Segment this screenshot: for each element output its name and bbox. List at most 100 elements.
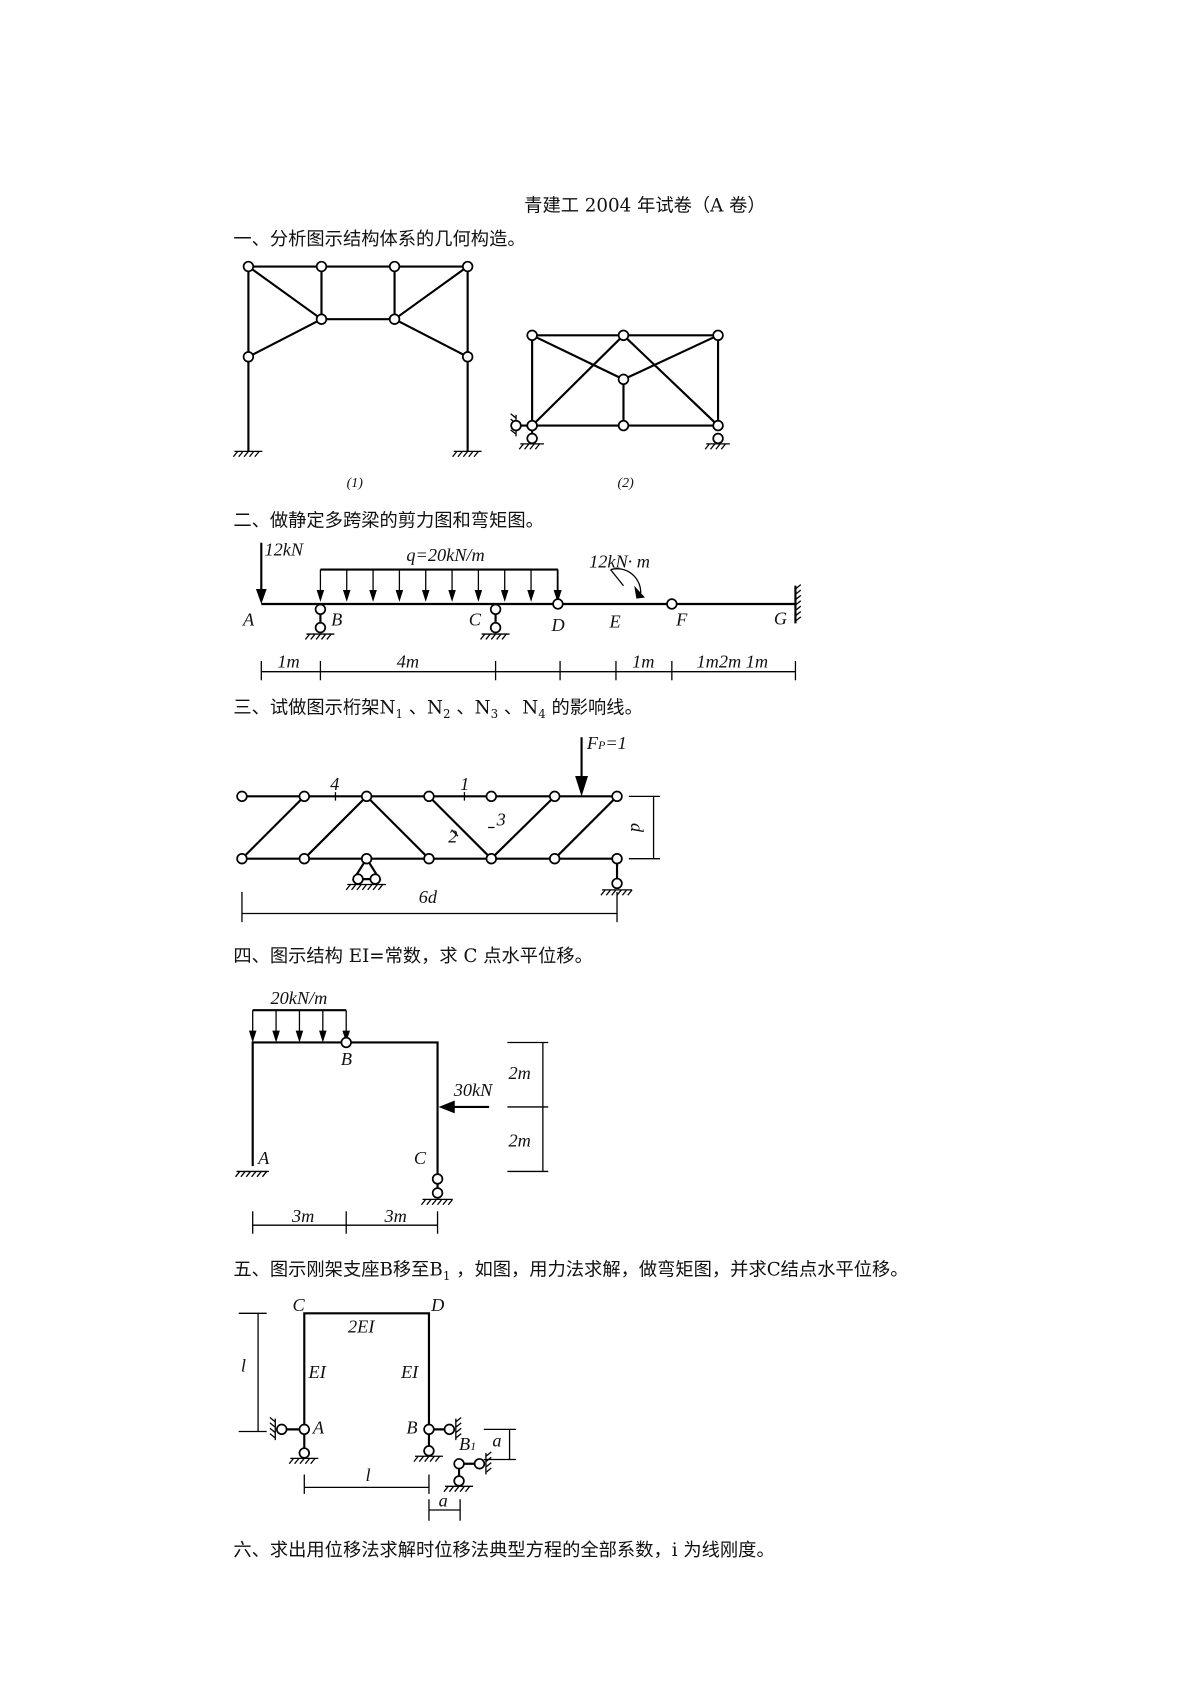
b1-letter: B <box>459 1434 470 1454</box>
hinge-node <box>712 419 724 432</box>
point-E: E <box>609 612 621 632</box>
hinge-node <box>236 852 248 865</box>
hinge-node <box>236 790 248 803</box>
q4-point-load-label: 30kN <box>453 1080 494 1100</box>
hinge-node <box>611 852 623 865</box>
load-eq: =1 <box>605 733 626 753</box>
q5-shift-v-a: a <box>492 1431 501 1451</box>
hinge-node <box>388 313 401 325</box>
question-6-text: 六、求出用位移法求解时位移法典型方程的全部系数，i 为线刚度。 <box>233 1540 774 1561</box>
q3-t4: 的影响线。 <box>546 698 643 719</box>
ground-hatch <box>600 889 633 896</box>
fixed-support-hatch <box>452 450 482 458</box>
hinge-node <box>453 1458 465 1470</box>
q3-text-a: 三、试做图示桁架N <box>233 698 395 719</box>
member-4-label: 4 <box>330 774 339 794</box>
hinge-node <box>473 1458 486 1470</box>
q3-sub1: 1 <box>395 707 403 721</box>
q3-t3: 、N <box>498 698 538 719</box>
caption-1: (1) <box>347 476 364 491</box>
q3-load-label: FP=1 <box>586 733 627 753</box>
hinge-node <box>526 419 538 432</box>
load-arrowhead <box>500 590 509 602</box>
hinge-node <box>485 852 497 865</box>
hinge-node <box>552 598 564 610</box>
ground-hatch <box>304 633 335 640</box>
q5-point-B1: B1 <box>459 1434 476 1454</box>
q5-beam-stiffness: 2EI <box>348 1317 375 1337</box>
hinge-node <box>617 373 630 386</box>
q5-point-C: C <box>292 1295 305 1315</box>
load-arrowhead <box>342 590 351 602</box>
hinge-node <box>360 790 373 803</box>
dim-1m-b: 1m <box>632 651 654 671</box>
hinge-node <box>485 790 497 803</box>
ground-hatch <box>345 883 386 891</box>
height-d-label: d <box>627 823 647 833</box>
wall-hatch <box>485 1451 492 1475</box>
q5-sub: 1 <box>443 1269 451 1283</box>
ground-hatch <box>420 1198 454 1206</box>
load-arrowhead <box>319 1030 327 1043</box>
q4-point-B: B <box>341 1049 352 1069</box>
q5-shift-h-a: a <box>439 1491 448 1511</box>
hinge-node <box>360 852 373 865</box>
q5-text-b: ，如图，用力法求解，做弯矩图，并求C结点水平位移。 <box>450 1260 908 1281</box>
load-sub-P: P <box>597 738 605 752</box>
hinge-node <box>549 790 561 803</box>
hinge-node <box>461 260 474 273</box>
fixed-wall-hatch <box>794 584 802 623</box>
hinge-node <box>298 1447 310 1459</box>
q5-point-D: D <box>430 1295 444 1315</box>
load-arrowhead <box>421 590 430 602</box>
dim-1m: 1m <box>277 651 299 671</box>
load-arrowhead <box>295 1030 304 1043</box>
wall-hatch <box>455 1417 462 1441</box>
hinge-node <box>298 1423 310 1436</box>
hinge-node <box>712 329 724 342</box>
q3-sub3: 3 <box>491 707 499 721</box>
load-arrowhead <box>395 590 404 602</box>
support-pin <box>314 603 327 616</box>
caption-2: (2) <box>617 476 634 491</box>
fixed-support-hatch <box>232 450 263 458</box>
hinge-node <box>315 313 328 325</box>
ground-hatch <box>288 1457 319 1465</box>
question-2-text: 二、做静定多跨梁的剪力图和弯矩图。 <box>233 511 544 532</box>
q5-point-A: A <box>312 1418 325 1438</box>
hinge-node <box>526 432 538 445</box>
frame-q4 <box>251 1009 549 1234</box>
ground-hatch <box>413 1455 443 1463</box>
load-arrowhead <box>272 1030 280 1043</box>
roller <box>369 873 381 885</box>
load-arrowhead <box>342 1030 350 1043</box>
hinge-node <box>461 351 474 363</box>
span-6d-label: 6d <box>419 887 438 907</box>
load-arrowhead <box>474 590 483 602</box>
question-4-text: 四、图示结构 EI=常数，求 C 点水平位移。 <box>233 946 593 967</box>
q4-dim-v2: 2m <box>508 1131 530 1151</box>
question-5-text: 五、图示刚架支座B移至B1 ，如图，用力法求解，做弯矩图，并求C结点水平位移。 <box>233 1260 908 1283</box>
roller <box>352 873 364 885</box>
ground-hatch <box>480 633 510 640</box>
hinge-node <box>388 260 401 273</box>
load-arrowhead <box>248 1030 257 1043</box>
hinge-node <box>453 1475 465 1487</box>
q5-right-column-stiffness: EI <box>400 1362 419 1382</box>
member-2-label: 2 <box>448 827 457 847</box>
hinge-node <box>431 1173 444 1185</box>
hinge-node <box>315 260 328 273</box>
dim-1m2m1m: 1m2m 1m <box>697 651 769 671</box>
member-3-label: 3 <box>496 809 506 829</box>
q4-point-C: C <box>414 1148 427 1168</box>
hinge-node <box>423 1445 435 1457</box>
ground-hatch <box>518 443 544 450</box>
q4-dim-v1: 2m <box>508 1063 530 1083</box>
hinge-node <box>510 419 522 432</box>
support-pin <box>489 603 502 616</box>
load-arrowhead <box>554 590 562 602</box>
hinge-node <box>526 329 538 342</box>
point-B: B <box>331 609 342 629</box>
frame-figure-2 <box>516 333 720 427</box>
load-arrowhead <box>369 590 377 602</box>
